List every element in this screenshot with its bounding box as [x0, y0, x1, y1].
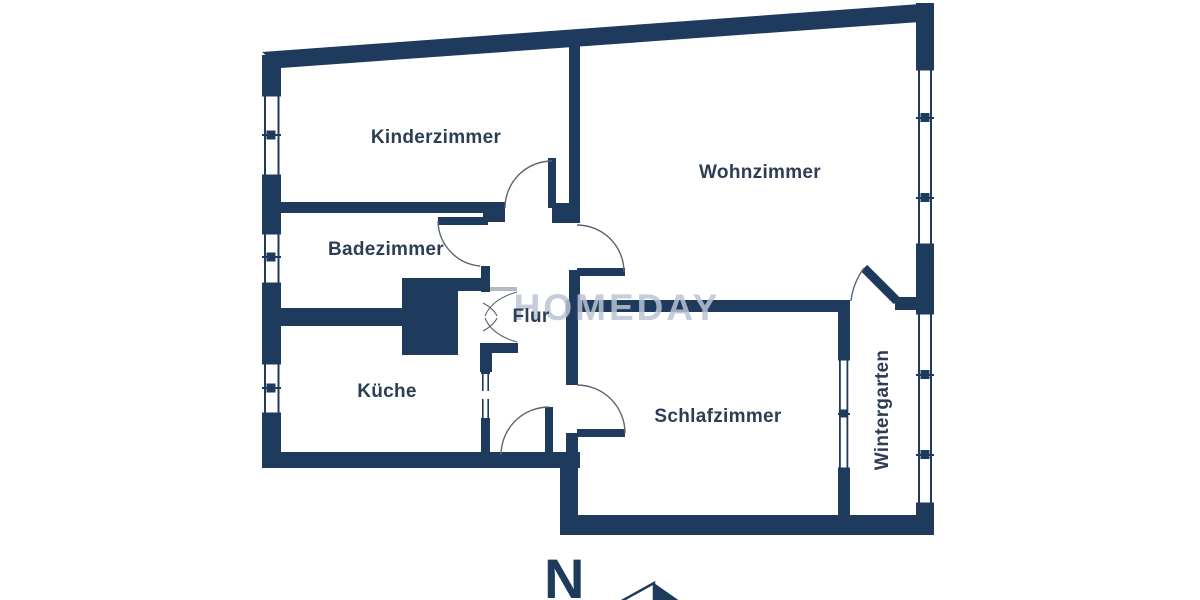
- north-label: N: [544, 547, 585, 600]
- top-wall: [262, 3, 934, 68]
- double-swing-door-flur: [482, 291, 518, 343]
- room-label-kueche: Küche: [357, 381, 417, 402]
- door-leaf-wohnzimmer: [577, 268, 625, 276]
- right-wall: [916, 246, 934, 312]
- door-leaf-badezimmer: [438, 217, 488, 225]
- door-arc-wintergarten: [850, 267, 865, 302]
- door-swing-arcs: [437, 160, 865, 456]
- window-badezimmer: [262, 232, 281, 285]
- left-wall: [262, 55, 281, 94]
- door-post: [480, 343, 492, 372]
- wall-wintergarten-top: [895, 297, 934, 310]
- needle-west-half: [620, 580, 656, 600]
- door-arc-kueche: [500, 406, 550, 456]
- bottom-wall-schlafzimmer: [560, 515, 934, 535]
- bottom-wall-kueche: [262, 452, 580, 468]
- wall-flur-wohnzimmer: [569, 270, 580, 312]
- wall-kinderzimmer-wohnzimmer: [569, 40, 580, 223]
- wall-badezimmer-kueche: [281, 308, 402, 326]
- window-kueche: [262, 362, 281, 415]
- room-label-wintergarten: Wintergarten: [872, 349, 893, 471]
- wall-flur-schlafzimmer: [566, 433, 578, 515]
- room-label-flur: Flur: [512, 306, 550, 327]
- window-kueche-flur: [479, 372, 492, 420]
- interior-walls: [281, 40, 934, 515]
- window-kinderzimmer: [262, 94, 281, 177]
- wall-schlafzimmer-wintergarten: [838, 300, 850, 358]
- shaft-block: [402, 278, 458, 355]
- window-wintergarten: [916, 312, 934, 505]
- watermark: HOMEDAY: [513, 287, 721, 328]
- door-leaf-kinderzimmer: [548, 158, 556, 208]
- door-leaf-wintergarten: [860, 264, 901, 305]
- wall-kueche-flur: [481, 420, 490, 454]
- room-label-badezimmer: Badezimmer: [328, 239, 444, 260]
- door-leaf-kueche: [545, 407, 553, 455]
- room-label-schlafzimmer: Schlafzimmer: [654, 406, 782, 427]
- needle-east-half: [654, 583, 679, 600]
- door-leaf-schlafzimmer: [577, 429, 625, 437]
- left-wall: [262, 177, 281, 232]
- wall-flur-schlafzimmer: [566, 300, 578, 385]
- threshold-strip: [490, 287, 517, 291]
- window-wohnzimmer: [916, 68, 934, 246]
- wall-wohnzimmer-schlafzimmer: [569, 300, 850, 312]
- windows: [262, 68, 934, 505]
- door-post: [483, 202, 505, 222]
- door-arc-schlafzimmer: [576, 384, 626, 434]
- room-label-wohnzimmer: Wohnzimmer: [699, 162, 821, 183]
- niche-bottom-wall: [490, 343, 518, 353]
- door-arc-wohnzimmer: [576, 224, 625, 273]
- door-arc-badezimmer: [437, 220, 481, 267]
- room-label-kinderzimmer: Kinderzimmer: [370, 127, 502, 148]
- door-leaves: [438, 158, 901, 455]
- window-schlafzimmer-wintergarten: [838, 358, 850, 470]
- north-needle-icon: [620, 580, 679, 600]
- right-wall: [916, 3, 934, 68]
- left-wall: [262, 285, 281, 362]
- wall-kinderzimmer-badezimmer: [281, 202, 505, 213]
- wall-schlafzimmer-wintergarten: [838, 470, 850, 515]
- door-arc-kinderzimmer: [504, 160, 553, 209]
